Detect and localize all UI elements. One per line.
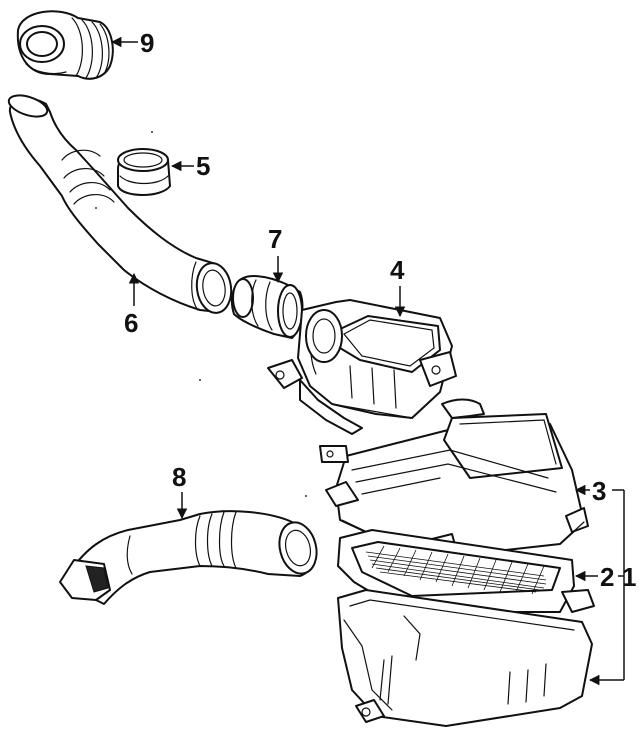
part-7-connector-hose	[230, 275, 304, 339]
callout-1: 1	[622, 562, 636, 592]
part-2-filter-element	[337, 529, 575, 613]
callout-5: 5	[196, 151, 210, 181]
callout-2: 2	[600, 562, 614, 592]
callout-4: 4	[390, 255, 405, 285]
part-9-intake-boot	[16, 10, 114, 80]
air-cleaner-lower-case	[337, 589, 595, 727]
scan-specks	[95, 131, 307, 497]
callout-3: 3	[592, 476, 606, 506]
bracket-part-1	[588, 489, 625, 686]
callout-6: 6	[124, 308, 138, 338]
callout-8: 8	[172, 462, 186, 492]
part-6-intake-duct	[7, 94, 233, 314]
part-5-hose-clamp	[117, 148, 171, 196]
callout-7: 7	[268, 224, 282, 254]
callout-9: 9	[140, 28, 154, 58]
part-8-resonator-hose	[59, 510, 318, 605]
part-4-airflow-meter	[267, 299, 457, 435]
